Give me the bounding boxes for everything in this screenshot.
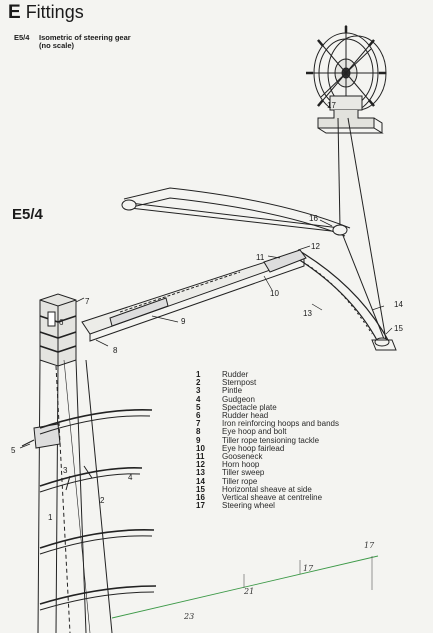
- callout-14: 14: [394, 300, 403, 309]
- legend-item: 4 Gudgeon: [196, 394, 339, 404]
- legend-label: Spectacle plate: [222, 402, 277, 412]
- callout-13: 13: [303, 309, 312, 318]
- callout-1: 1: [48, 513, 53, 522]
- tiller-sweep: [289, 249, 397, 351]
- legend-label: Tiller rope: [222, 476, 258, 486]
- tiller-rope-lines: [129, 117, 387, 345]
- legend-number: 16: [196, 493, 205, 503]
- handwritten-notes: 17 17 21 23: [183, 541, 375, 621]
- legend-item: 6 Rudder head: [196, 411, 339, 421]
- caption-title: Isometric of steering gear: [39, 33, 131, 42]
- parts-legend: 1 Rudder 2 Sternpost 3 Pintle 4 Gudgeon 5 Spectac…: [196, 370, 339, 510]
- legend-item: 9 Tiller rope tensioning tackle: [196, 435, 339, 445]
- legend-item: 1 Rudder: [196, 370, 339, 379]
- callout-7: 7: [85, 297, 90, 306]
- callout-16: 16: [309, 214, 318, 223]
- legend-item: 7 Iron reinforcing hoops and bands: [196, 420, 339, 428]
- legend-item: 2 Sternpost: [196, 378, 339, 388]
- callout-5: 5: [11, 446, 16, 455]
- figure-caption: E5/4 Isometric of steering gear (no scale…: [14, 34, 131, 50]
- legend-label: Vertical sheave at centreline: [222, 493, 323, 503]
- legend-number: 3: [196, 386, 201, 396]
- legend-item: 17 Steering wheel: [196, 502, 339, 510]
- legend-number: 4: [196, 394, 201, 404]
- legend-number: 10: [196, 443, 205, 453]
- note-17-b: 17: [303, 564, 314, 573]
- caption-subtitle: (no scale): [39, 41, 75, 50]
- legend-number: 13: [196, 468, 205, 478]
- legend-item: 14 Tiller rope: [196, 476, 339, 486]
- callouts: 1 2 3 4 5 6 7 8 9 10 11 12 13 14 15 16 1…: [11, 101, 403, 522]
- legend-number: 5: [196, 402, 201, 412]
- callout-6: 6: [59, 318, 64, 327]
- pintle-bands: [39, 409, 157, 611]
- legend-label: Tiller rope tensioning tackle: [222, 435, 320, 445]
- legend-number: 1: [196, 370, 201, 379]
- callout-2: 2: [100, 496, 105, 505]
- note-21: 21: [243, 587, 254, 596]
- legend-item: 15 Horizontal sheave at side: [196, 484, 339, 494]
- upper-sweep-arm: [121, 187, 351, 237]
- legend-number: 11: [196, 452, 205, 462]
- legend-label: Rudder: [222, 370, 249, 379]
- caption-code: E5/4: [14, 33, 30, 42]
- centreline: [111, 555, 379, 619]
- figure-label: E5/4: [12, 206, 43, 223]
- callout-3: 3: [63, 466, 68, 475]
- legend-item: 11 Gooseneck: [196, 452, 339, 462]
- callout-12: 12: [311, 242, 320, 251]
- legend-number: 8: [196, 427, 201, 437]
- legend-label: Eye hoop fairlead: [222, 443, 285, 453]
- legend-item: 3 Pintle: [196, 387, 339, 395]
- callout-15: 15: [394, 324, 403, 333]
- section-title: Fittings: [25, 2, 84, 22]
- legend-number: 6: [196, 411, 201, 421]
- legend-label: Sternpost: [222, 378, 257, 388]
- legend-item: 13 Tiller sweep: [196, 469, 339, 477]
- legend-label: Horn hoop: [222, 460, 260, 470]
- legend-label: Tiller sweep: [222, 468, 265, 478]
- callout-17: 17: [327, 101, 336, 110]
- callout-4: 4: [128, 473, 133, 482]
- legend-label: Horizontal sheave at side: [222, 484, 312, 494]
- rudder-head: [39, 293, 77, 367]
- callout-9: 9: [181, 317, 186, 326]
- legend-item: 5 Spectacle plate: [196, 402, 339, 412]
- legend-number: 7: [196, 419, 201, 429]
- legend-number: 15: [196, 484, 205, 494]
- legend-label: Steering wheel: [222, 501, 275, 511]
- legend-label: Eye hoop and bolt: [222, 427, 287, 437]
- legend-number: 9: [196, 435, 201, 445]
- legend-label: Gooseneck: [222, 452, 263, 462]
- legend-item: 12 Horn hoop: [196, 461, 339, 469]
- note-23: 23: [183, 612, 194, 621]
- legend-number: 14: [196, 476, 205, 486]
- legend-number: 12: [196, 460, 205, 470]
- note-17-a: 17: [364, 541, 375, 550]
- leader-lines: [19, 219, 393, 449]
- legend-label: Rudder head: [222, 411, 269, 421]
- callout-11: 11: [256, 253, 265, 262]
- rudder-stock: [37, 359, 113, 633]
- legend-item: 16 Vertical sheave at centreline: [196, 493, 339, 503]
- callout-10: 10: [270, 289, 279, 298]
- legend-item: 8 Eye hoop and bolt: [196, 428, 339, 436]
- legend-label: Gudgeon: [222, 394, 255, 404]
- legend-label: Iron reinforcing hoops and bands: [222, 419, 339, 429]
- legend-label: Pintle: [222, 386, 243, 396]
- section-letter: E: [8, 2, 21, 23]
- legend-item: 10 Eye hoop fairlead: [196, 443, 339, 453]
- legend-number: 2: [196, 378, 201, 388]
- callout-8: 8: [113, 346, 118, 355]
- legend-number: 17: [196, 501, 205, 511]
- tiller: [81, 249, 307, 342]
- wheel-pedestal: [317, 95, 384, 134]
